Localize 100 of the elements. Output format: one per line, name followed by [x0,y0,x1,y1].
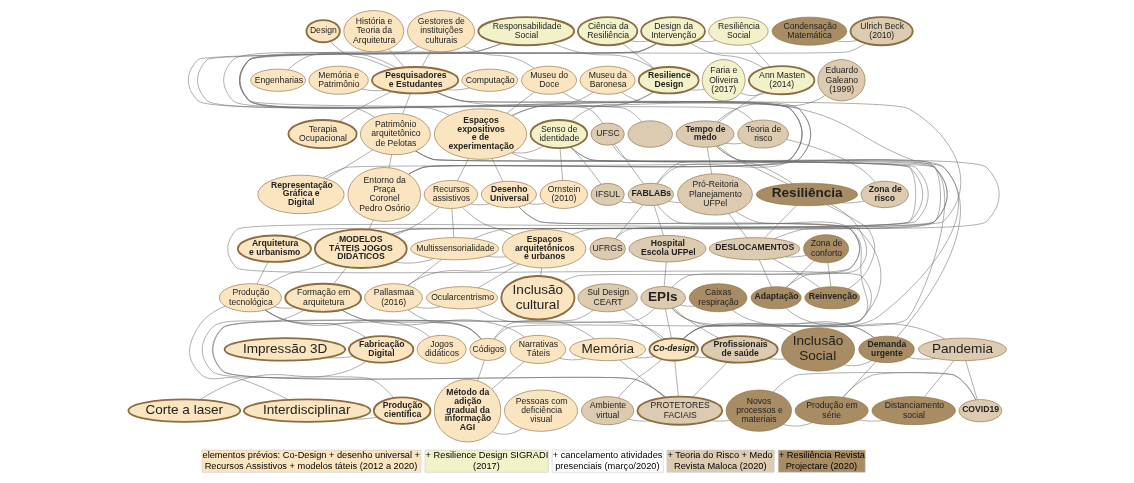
connector [785,204,867,288]
node-ellipse: Espaços expositivos e de experimentação [433,108,527,160]
node-ellipse: PROTETORES FACIAIS [636,395,723,426]
node-ellipse: FABLABs [627,183,674,206]
node-ellipse: EPIs [640,286,686,310]
node-ellipse: Narrativas Táteis [509,335,566,364]
connector [337,91,392,123]
node-ellipse: Design da Intervenção [639,16,706,47]
node-ellipse: Espaços arquitetônicos e urbanos [501,229,586,269]
connector [325,149,373,180]
connector [559,147,563,181]
connector [340,309,525,338]
node-ellipse: COVID19 [958,399,1002,423]
connector [766,358,785,360]
node-ellipse: Resilience Design [637,66,700,95]
node-ellipse: Eduardo Galeano (1999) [817,59,865,102]
connector [511,145,544,154]
connector [510,152,948,235]
node-ellipse: Formação em arquitetura [283,282,362,313]
node-ellipse: Zona de risco [860,180,909,208]
node-ellipse: Zona de conforto [802,234,849,264]
node-ellipse: Representação Gráfica e Digital [256,174,344,215]
connector [679,304,695,307]
connector [511,91,654,116]
connector [406,262,516,286]
node-ellipse: Ann Masten (2014) [747,65,815,96]
connector [656,161,793,184]
connector [239,43,502,116]
node-ellipse: Co-design [648,337,699,362]
node-ellipse: Sul Design CEART [577,283,638,313]
connector [493,320,595,340]
connector [539,267,542,277]
node-ellipse: UFSC [590,122,625,146]
connector [841,372,976,401]
node-ellipse: Multissensorialidade [409,237,499,261]
connector [264,309,366,338]
node-ellipse: Produção científica [372,396,431,425]
connector [491,361,524,390]
connector [672,307,719,339]
node-ellipse: MODELOS TÁTEIS JOGOS DIDÁTICOS [313,228,408,269]
connector [671,308,874,338]
connector [469,203,490,206]
legend-label: + cancelamento atividades presenciais (março/2020) [552,450,663,471]
connector [401,93,411,115]
connector [715,95,826,123]
node-ellipse: Memória e Patrimônio [308,65,369,95]
connector [287,52,397,70]
connector [273,306,296,309]
connector [528,202,545,205]
node-ellipse: Inclusão cultural [499,275,575,321]
connector [826,204,875,289]
node-ellipse [627,120,673,148]
connector [368,220,373,230]
connector [656,204,868,340]
node-ellipse: Arquitetura e urbanismo [236,234,312,263]
node-circle: Método da adição gradual da informação AGI [433,379,501,443]
connector [569,146,999,239]
node-ellipse: História e Teoria da Arquitetura [343,10,404,53]
connector [476,360,485,381]
connector [840,200,864,204]
node-ellipse: Pandemia [917,337,1007,361]
connector [835,40,858,42]
node-ellipse: Novos processos e materiais [725,389,792,432]
node-ellipse: Entorno da Praça Coronel Pedro Osório [347,167,421,222]
connector [619,201,635,204]
connector [463,45,535,69]
node-ellipse: Produção tecnológica [218,283,282,313]
node-ellipse: Ornstein (2010) [539,180,588,209]
connector [256,261,268,285]
connector [456,158,469,182]
node-ellipse: Museu do Doce [520,65,577,95]
connector [227,150,923,340]
connector [407,259,442,286]
connector [201,309,394,399]
connector [725,142,744,145]
connector [653,205,664,236]
connector [511,92,593,116]
legend-label: + Teoria do Risco + Medo Revista Maloca (2020) [666,450,773,471]
node-ellipse: Pallasmaa (2016) [363,283,423,313]
connector [558,358,585,361]
node-ellipse: Teoria de risco [737,119,789,149]
connector [731,309,874,338]
connector [964,360,977,400]
connector [188,305,289,400]
node-ellipse: Interdisciplinar [242,398,371,423]
connector [663,261,667,287]
node-ellipse: Códigos [468,338,506,361]
connector [671,211,860,288]
connector [461,206,514,236]
node-ellipse: Memória [568,337,646,361]
connector [614,204,643,239]
connector [627,419,651,422]
node-ellipse: Engenharias [249,68,306,92]
connector [691,361,728,398]
node-ellipse: Recursos assistivos [423,180,478,209]
connector [388,154,392,168]
connector [785,139,876,183]
connector [689,88,704,91]
connector [689,42,765,69]
node-ellipse: Museu da Baronesa [579,65,635,95]
